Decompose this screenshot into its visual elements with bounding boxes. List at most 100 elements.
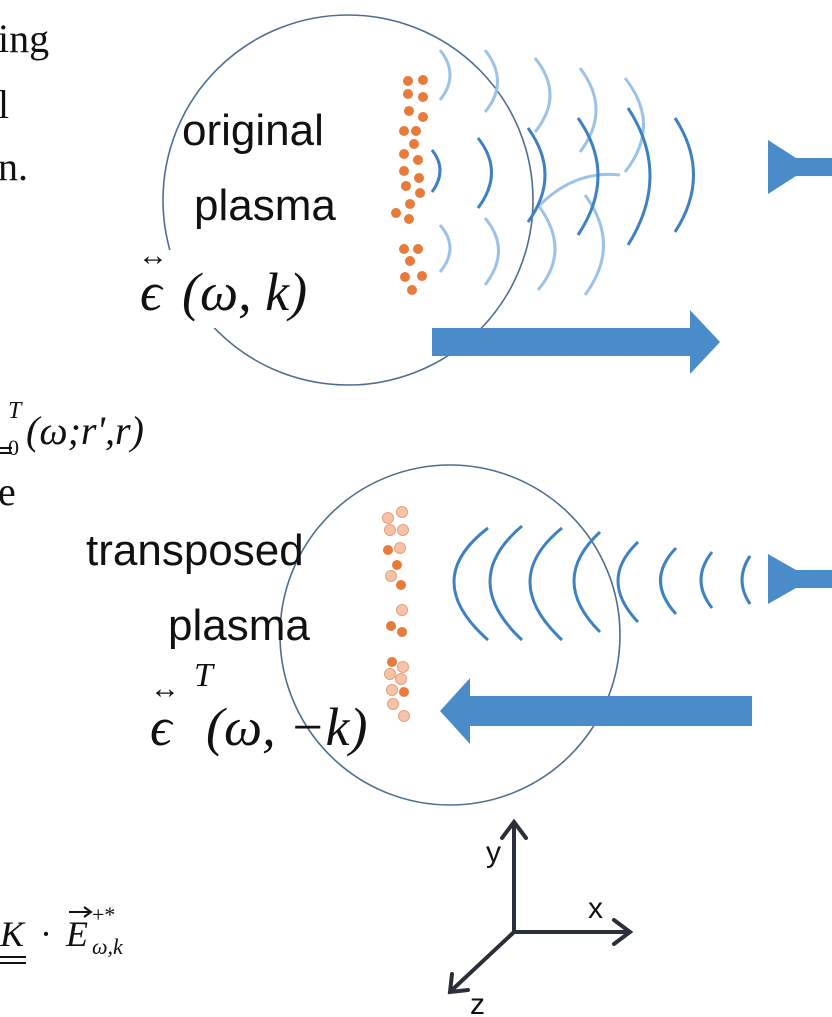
wave-arc	[740, 555, 752, 605]
particle-dot	[399, 271, 411, 283]
particle-dot	[398, 148, 410, 160]
particle-dot	[402, 75, 414, 87]
y-axis-label: y	[486, 836, 501, 869]
x-axis-label: x	[588, 892, 603, 925]
wave-arc	[528, 526, 564, 642]
bottom-direction-arrow-left	[440, 678, 752, 744]
top-epsilon-args: (ω, k)	[182, 262, 307, 322]
coordinate-axes	[447, 818, 634, 995]
wave-arc	[483, 217, 500, 286]
particle-dot	[398, 165, 410, 177]
particle-dot	[391, 559, 403, 571]
bottom-epsilon-sup: T	[194, 657, 215, 694]
wave-arc	[583, 194, 605, 296]
particle-dot	[386, 656, 398, 668]
y-axis-arrowhead	[500, 818, 528, 840]
top-antenna-icon	[768, 140, 832, 194]
wave-arc	[430, 149, 442, 193]
particle-dot	[396, 604, 408, 616]
particle-dot	[386, 684, 398, 696]
particle-dot	[408, 138, 420, 150]
bottom-label-line2: plasma	[168, 601, 310, 650]
particle-dot	[398, 686, 410, 698]
top-epsilon-symbol: ϵ	[140, 262, 164, 322]
z-axis-arrowhead	[447, 972, 470, 995]
x-axis-arrowhead	[612, 918, 634, 946]
particle-dot	[382, 512, 394, 524]
particle-dot	[390, 207, 402, 219]
particle-dot	[416, 270, 428, 282]
particle-dot	[397, 661, 409, 673]
bottom-antenna-icon	[768, 554, 832, 604]
particle-dot	[404, 255, 416, 267]
particle-dot	[404, 198, 416, 210]
wave-arc	[699, 551, 714, 609]
formula-bottom-sub: ω,k	[92, 934, 124, 959]
particle-dot	[412, 154, 424, 166]
formula-top-sup: T	[8, 398, 23, 424]
wave-arc	[578, 67, 598, 153]
particle-dot	[398, 710, 410, 722]
particle-dot	[384, 668, 396, 680]
particle-dot	[385, 620, 397, 632]
bottom-epsilon-args: (ω, −k)	[206, 697, 368, 757]
top-waves-dark	[430, 107, 695, 246]
top-panel: original plasma ↔ ϵ (ω, k)	[132, 14, 832, 386]
particle-dot	[417, 91, 429, 103]
particle-dot	[396, 506, 408, 518]
particle-dot	[396, 626, 408, 638]
left-fragment-line2: l	[0, 82, 9, 127]
particle-dot	[403, 213, 415, 225]
top-particle-column	[390, 74, 429, 296]
particle-dot	[397, 524, 409, 536]
particle-dot	[417, 74, 429, 86]
particle-dot	[394, 542, 406, 554]
top-label-line1: original	[182, 106, 324, 155]
formula-bottom-E: E	[65, 914, 88, 954]
formula-bottom-vector-arrowhead	[83, 906, 93, 918]
particle-dot	[395, 579, 407, 591]
particle-dot	[406, 284, 418, 296]
wave-arc	[452, 526, 489, 642]
bottom-waves	[452, 524, 752, 642]
particle-dot	[385, 570, 397, 582]
formula-top-text: (ω;r',r)	[26, 408, 144, 453]
top-epsilon-background	[132, 250, 380, 328]
wave-arc	[626, 107, 652, 246]
formula-fragment-bottom: K · E +* ω,k	[0, 902, 124, 964]
particle-dot	[402, 88, 414, 100]
wave-arc	[659, 546, 678, 616]
particle-dot	[398, 243, 410, 255]
particle-dot	[384, 524, 396, 536]
left-fragment-e: e	[0, 469, 16, 514]
particle-dot	[417, 111, 429, 123]
top-direction-arrow-right	[432, 310, 720, 374]
bottom-epsilon-arrow: ↔	[150, 672, 180, 705]
particle-dot	[382, 544, 394, 556]
bottom-plasma-circle	[279, 464, 621, 806]
z-axis-line	[450, 930, 516, 992]
formula-top-sub: 0	[8, 435, 19, 460]
particle-dot	[412, 243, 424, 255]
z-axis-label: z	[470, 988, 485, 1017]
wave-arc	[438, 49, 452, 101]
wave-arc	[526, 127, 547, 223]
wave-arc	[533, 57, 552, 133]
wave-arc	[538, 172, 621, 207]
formula-bottom-dot: ·	[40, 914, 52, 954]
bottom-particle-column	[382, 506, 410, 722]
particle-dot	[395, 673, 407, 685]
particle-dot	[400, 180, 412, 192]
wave-arc	[576, 117, 600, 236]
wave-arc	[623, 77, 645, 173]
top-plasma-circle	[162, 14, 534, 386]
top-epsilon-arrow: ↔	[138, 239, 168, 272]
wave-arc	[616, 540, 640, 624]
left-fragment-line3: n.	[0, 144, 28, 189]
wave-arc	[476, 137, 493, 209]
bottom-label-line1: transposed	[86, 526, 304, 575]
particle-dot	[403, 105, 415, 117]
top-label-line2: plasma	[194, 181, 336, 230]
formula-bottom-K: K	[0, 914, 26, 954]
